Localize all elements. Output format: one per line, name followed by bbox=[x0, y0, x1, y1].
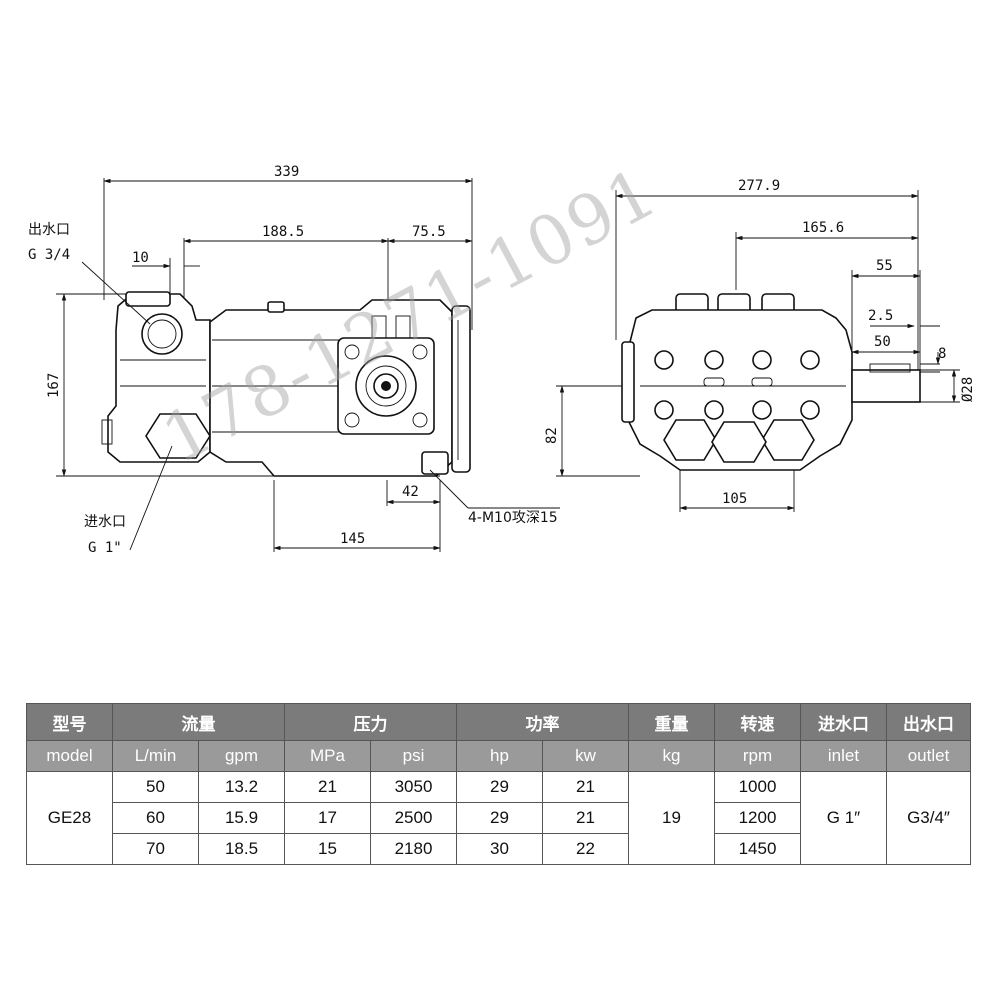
table-row: 70 18.5 15 2180 30 22 1450 bbox=[27, 833, 971, 865]
cell-hp: 29 bbox=[456, 802, 543, 834]
cell-mpa: 21 bbox=[284, 771, 371, 803]
cell-outlet: G3/4″ bbox=[886, 771, 971, 865]
th-inlet: inlet bbox=[800, 740, 887, 772]
th-rpm: rpm bbox=[714, 740, 801, 772]
dim-339: 339 bbox=[274, 164, 299, 180]
cell-kw: 21 bbox=[542, 771, 629, 803]
th-gpm: gpm bbox=[198, 740, 285, 772]
bolt-leader bbox=[429, 469, 469, 509]
dim-8: 8 bbox=[938, 346, 946, 362]
front-view: 出水口 G 3/4 进水口 G 1" 339 188.5 75.5 10 167… bbox=[28, 164, 560, 556]
mount-flange bbox=[451, 305, 471, 473]
inlet-port bbox=[145, 413, 211, 459]
th-model: model bbox=[26, 740, 113, 772]
cell-rpm: 1450 bbox=[714, 833, 801, 865]
th-weight-zh: 重量 bbox=[628, 703, 715, 741]
cell-kw: 21 bbox=[542, 802, 629, 834]
cell-model: GE28 bbox=[26, 771, 113, 865]
th-mpa: MPa bbox=[284, 740, 371, 772]
side-inlet-port bbox=[663, 419, 717, 461]
dim-188-5: 188.5 bbox=[262, 224, 304, 240]
dim-277-9: 277.9 bbox=[738, 178, 780, 194]
cell-inlet: G 1″ bbox=[800, 771, 887, 865]
dim-42: 42 bbox=[402, 484, 419, 500]
cell-lmin: 70 bbox=[112, 833, 199, 865]
outlet-label: 出水口 bbox=[28, 222, 70, 238]
th-psi: psi bbox=[370, 740, 457, 772]
th-inlet-zh: 进水口 bbox=[800, 703, 887, 741]
dim-165-6: 165.6 bbox=[802, 220, 844, 236]
th-model-zh: 型号 bbox=[26, 703, 113, 741]
cell-psi: 2180 bbox=[370, 833, 457, 865]
cell-hp: 29 bbox=[456, 771, 543, 803]
table-row: 60 15.9 17 2500 29 21 1200 bbox=[27, 802, 971, 834]
th-pressure-zh: 压力 bbox=[284, 703, 457, 741]
th-kw: kw bbox=[542, 740, 629, 772]
th-kg: kg bbox=[628, 740, 715, 772]
cell-mpa: 15 bbox=[284, 833, 371, 865]
table-group-header-row: 型号 流量 压力 功率 重量 转速 进水口 出水口 bbox=[26, 703, 971, 741]
inlet-thread: G 1" bbox=[88, 540, 122, 556]
th-speed-zh: 转速 bbox=[714, 703, 801, 741]
dim-dia-28: Ø28 bbox=[960, 377, 976, 402]
cell-psi: 2500 bbox=[370, 802, 457, 834]
dim-10: 10 bbox=[132, 250, 149, 266]
cell-psi: 3050 bbox=[370, 771, 457, 803]
dim-82: 82 bbox=[544, 427, 560, 444]
table-unit-header-row: model L/min gpm MPa psi hp kw kg rpm inl… bbox=[26, 740, 971, 772]
cell-gpm: 13.2 bbox=[198, 771, 285, 803]
spec-table: 型号 流量 压力 功率 重量 转速 进水口 出水口 model L/min gp… bbox=[26, 703, 971, 865]
th-hp: hp bbox=[456, 740, 543, 772]
drive-shaft bbox=[851, 369, 921, 403]
dim-2-5: 2.5 bbox=[868, 308, 893, 324]
cell-lmin: 60 bbox=[112, 802, 199, 834]
bolt-note: 4-M10攻深15 bbox=[468, 510, 558, 526]
cell-rpm: 1000 bbox=[714, 771, 801, 803]
cell-kw: 22 bbox=[542, 833, 629, 865]
outlet-thread: G 3/4 bbox=[28, 247, 70, 263]
cell-rpm: 1200 bbox=[714, 802, 801, 834]
cell-gpm: 15.9 bbox=[198, 802, 285, 834]
cell-lmin: 50 bbox=[112, 771, 199, 803]
cell-weight: 19 bbox=[628, 771, 715, 865]
th-outlet: outlet bbox=[886, 740, 971, 772]
dim-50: 50 bbox=[874, 334, 891, 350]
cell-gpm: 18.5 bbox=[198, 833, 285, 865]
outlet-leader bbox=[81, 261, 151, 325]
side-outlet-port bbox=[761, 419, 815, 461]
side-view: 277.9 165.6 55 2.5 50 8 Ø28 82 105 bbox=[544, 178, 976, 512]
dim-167: 167 bbox=[46, 373, 62, 398]
dim-75-5: 75.5 bbox=[412, 224, 446, 240]
inlet-label: 进水口 bbox=[84, 514, 126, 530]
th-power-zh: 功率 bbox=[456, 703, 629, 741]
technical-drawing: 出水口 G 3/4 进水口 G 1" 339 188.5 75.5 10 167… bbox=[28, 164, 976, 556]
dim-145: 145 bbox=[340, 531, 365, 547]
dim-105: 105 bbox=[722, 491, 747, 507]
cell-mpa: 17 bbox=[284, 802, 371, 834]
cell-hp: 30 bbox=[456, 833, 543, 865]
dim-55: 55 bbox=[876, 258, 893, 274]
inlet-leader bbox=[129, 445, 173, 551]
table-row: GE28 50 13.2 21 3050 29 21 19 1000 G 1″ … bbox=[26, 771, 971, 865]
th-lmin: L/min bbox=[112, 740, 199, 772]
th-flow-zh: 流量 bbox=[112, 703, 285, 741]
th-outlet-zh: 出水口 bbox=[886, 703, 971, 741]
mount-foot bbox=[421, 451, 449, 475]
